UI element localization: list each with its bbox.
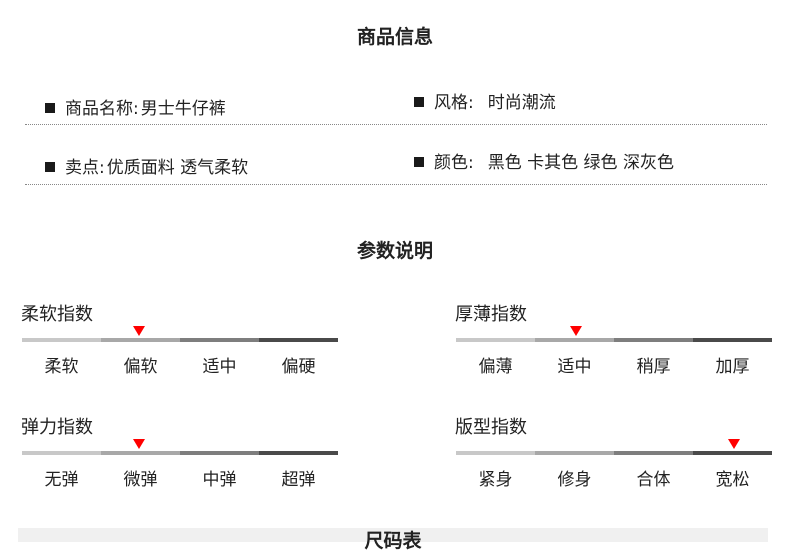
gauge-labels: 柔软 偏软 适中 偏硬: [22, 352, 338, 377]
gauge-option: 适中: [557, 357, 592, 377]
gauge-option: 紧身: [478, 470, 513, 490]
gauge-bar-segment: [693, 451, 772, 455]
gauge-bar-segment: [456, 338, 535, 342]
gauge-marker-icon: [132, 326, 145, 336]
info-item-color: 颜色: 黑色 卡其色 绿色 深灰色: [414, 148, 674, 173]
gauge-bar-segment: [535, 338, 614, 342]
gauge-bar-segment: [180, 338, 259, 342]
gauge-bar-segment: [614, 451, 693, 455]
dotted-divider: [25, 184, 767, 185]
gauge-bar-segment: [22, 338, 101, 342]
section-band-size-chart: 尺码表: [18, 528, 768, 552]
gauge-bar-segment: [535, 451, 614, 455]
bullet-square-icon: [45, 162, 55, 172]
gauge-option: 偏硬: [281, 357, 316, 377]
gauge-labels: 紧身 修身 合体 宽松: [456, 465, 772, 490]
gauge-option: 偏软: [123, 357, 158, 377]
gauge-marker-icon: [132, 439, 145, 449]
gauge-bar-segment: [101, 338, 180, 342]
gauge-option: 柔软: [44, 357, 79, 377]
gauge-option: 无弹: [44, 470, 79, 490]
gauge-bar: [22, 338, 338, 342]
gauge-title: 版型指数: [455, 417, 527, 438]
gauge-option: 稍厚: [636, 357, 671, 377]
gauge-option: 修身: [557, 470, 592, 490]
section-title-size-chart: 尺码表: [364, 530, 422, 552]
info-item-name: 商品名称:男士牛仔裤: [45, 94, 226, 119]
gauge-option: 宽松: [715, 470, 750, 490]
dotted-divider: [25, 124, 767, 125]
gauge-labels: 无弹 微弹 中弹 超弹: [22, 465, 338, 490]
gauge-marker-icon: [570, 326, 583, 336]
bullet-square-icon: [414, 157, 424, 167]
gauge-title: 厚薄指数: [455, 304, 527, 325]
info-value: 时尚潮流: [487, 93, 556, 113]
gauge-title: 柔软指数: [21, 304, 93, 325]
section-title-product-info: 商品信息: [356, 26, 433, 48]
info-value: 男士牛仔裤: [140, 99, 226, 119]
info-item-selling-point: 卖点:优质面料 透气柔软: [45, 153, 248, 178]
gauge-option: 合体: [636, 470, 671, 490]
bullet-square-icon: [414, 97, 424, 107]
info-value: 优质面料 透气柔软: [106, 158, 249, 178]
gauge-bar-segment: [259, 338, 338, 342]
info-label: 风格:: [434, 93, 474, 113]
info-value: 黑色 卡其色 绿色 深灰色: [487, 153, 674, 173]
gauge-bar: [456, 338, 772, 342]
gauge-bar-segment: [456, 451, 535, 455]
info-label: 颜色:: [434, 153, 474, 173]
gauge-bar-segment: [180, 451, 259, 455]
gauge-marker-icon: [728, 439, 741, 449]
gauge-bar: [456, 451, 772, 455]
info-label: 商品名称:: [65, 99, 139, 119]
bullet-square-icon: [45, 103, 55, 113]
gauge-option: 加厚: [715, 357, 750, 377]
gauge-title: 弹力指数: [21, 417, 93, 438]
gauge-bar-segment: [101, 451, 180, 455]
gauge-option: 中弹: [202, 470, 237, 490]
gauge-option: 适中: [202, 357, 237, 377]
gauge-bar: [22, 451, 338, 455]
info-item-style: 风格: 时尚潮流: [414, 88, 556, 113]
gauge-option: 微弹: [123, 470, 158, 490]
section-title-parameters: 参数说明: [356, 240, 433, 262]
gauge-bar-segment: [693, 338, 772, 342]
gauge-bar-segment: [259, 451, 338, 455]
gauge-labels: 偏薄 适中 稍厚 加厚: [456, 352, 772, 377]
gauge-option: 超弹: [281, 470, 316, 490]
gauge-bar-segment: [22, 451, 101, 455]
gauge-option: 偏薄: [478, 357, 513, 377]
info-label: 卖点:: [65, 158, 105, 178]
gauge-bar-segment: [614, 338, 693, 342]
